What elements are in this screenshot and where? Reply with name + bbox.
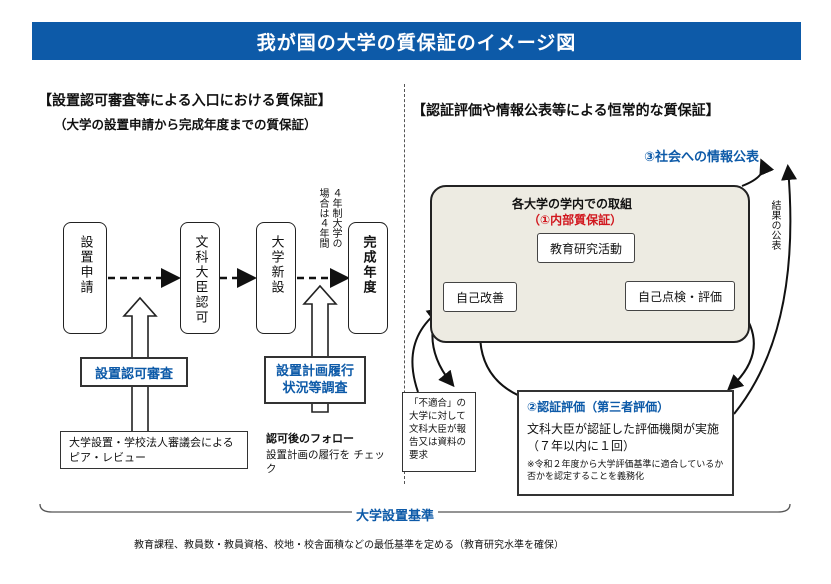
- diagram-title: 我が国の大学の質保証のイメージ図: [32, 22, 801, 60]
- four-year-note: ４年制大学の 場合は４年間: [316, 188, 341, 248]
- accreditation-desc: 文科大臣が認証した評価機関が実施（７年以内に１回）: [527, 422, 720, 453]
- result-disclosure-note: 結果の公表: [769, 200, 780, 250]
- step-application: 設置申請: [63, 222, 107, 334]
- council-review-box: 大学設置・学校法人審議会による ピア・レビュー: [60, 431, 248, 469]
- right-heading: 【認証評価や情報公表等による恒常的な質保証】: [412, 103, 720, 119]
- self-improvement-box: 自己改善: [443, 282, 517, 312]
- label-follow-up-survey: 設置計画履行 状況等調査: [264, 356, 366, 404]
- accreditation-note: ※令和２年度から大学評価基準に適合しているか否かを認定することを義務化: [527, 460, 724, 482]
- research-activity-box: 教育研究活動: [537, 233, 635, 263]
- arrow-accred-to-social: [733, 164, 798, 415]
- internal-qa-panel: [430, 185, 750, 343]
- accreditation-title: ②認証評価（第三者評価）: [527, 400, 670, 414]
- arrow-panel-to-social: [741, 158, 775, 187]
- four-year-note-line1: ４年制大学の: [330, 188, 341, 248]
- nonconformity-request-box: 「不適合」の大学に対して文科大臣が報告又は資料の要求: [402, 392, 476, 472]
- label-establishment-review: 設置認可審査: [80, 357, 188, 387]
- step-new-university: 大学新設: [256, 222, 296, 334]
- step-approval: 文科大臣認可: [180, 222, 220, 334]
- section-divider: [404, 84, 405, 484]
- internal-qa-subtitle: （①内部質保証）: [528, 213, 623, 227]
- follow-up-line2: 状況等調査: [282, 381, 348, 396]
- follow-up-line1: 設置計画履行: [275, 364, 354, 379]
- internal-qa-title: 各大学の学内での取組: [512, 197, 633, 211]
- footer-standard-desc: 教育課程、教員数・教員資格、校地・校舎面積などの最低基準を定める（教育研究水準を…: [134, 540, 564, 551]
- social-disclosure: ③社会への情報公表: [644, 150, 760, 165]
- left-subheading: （大学の設置申請から完成年度までの質保証）: [54, 117, 317, 132]
- follow-up-title: 認可後のフォロー: [266, 432, 354, 445]
- step-completion: 完成年度: [348, 222, 388, 334]
- accreditation-box: ②認証評価（第三者評価） 文科大臣が認証した評価機関が実施（７年以内に１回） ※…: [517, 390, 734, 496]
- four-year-note-line2: 場合は４年間: [317, 188, 328, 248]
- follow-up-block: 認可後のフォロー 設置計画の履行を チェック: [266, 430, 386, 476]
- self-evaluation-box: 自己点検・評価: [625, 281, 735, 311]
- follow-up-desc: 設置計画の履行を チェック: [266, 449, 385, 475]
- footer-standard-title: 大学設置基準: [352, 505, 439, 524]
- left-heading: 【設置認可審査等による入口における質保証】: [38, 93, 332, 109]
